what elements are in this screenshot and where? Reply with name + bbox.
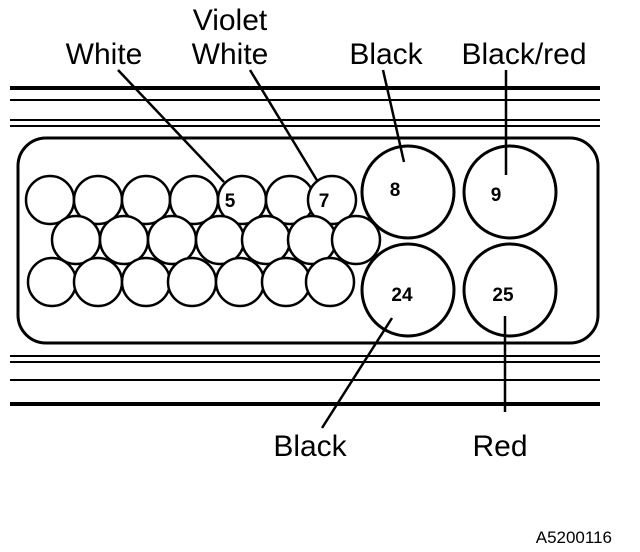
leader-white-7 [248, 69, 320, 183]
terminal-cavity-25 [462, 242, 558, 338]
terminal-cavity [306, 174, 358, 226]
terminal-cavity [194, 214, 246, 266]
pin-7: 7 [319, 191, 330, 212]
terminal-cavity-8 [360, 144, 456, 240]
terminal-cavity-24 [360, 242, 456, 338]
terminal-cavity [330, 214, 382, 266]
label-white-left: White [66, 38, 143, 71]
terminal-row-middle [50, 214, 382, 266]
leader-black-24 [320, 317, 394, 429]
harness-lines-top [10, 86, 600, 127]
leader-white-5 [117, 69, 225, 183]
pin-9: 9 [491, 185, 502, 206]
terminal-cavity [98, 214, 150, 266]
pin-25: 25 [492, 285, 514, 306]
terminal-cavity [214, 256, 266, 308]
leader-black-8 [381, 69, 406, 163]
terminal-cavity-9 [462, 144, 558, 240]
leader-lines [117, 69, 508, 429]
terminal-cavity [120, 256, 172, 308]
label-violet: Violet [193, 4, 268, 37]
terminal-cavity [72, 256, 124, 308]
terminal-cavity [240, 214, 292, 266]
label-black-red: Black/red [461, 38, 586, 71]
label-white-right: White [192, 38, 269, 71]
label-red: Red [472, 430, 527, 463]
terminal-large [360, 144, 558, 338]
terminal-cavity [304, 256, 356, 308]
pin-24: 24 [391, 285, 413, 306]
terminal-cavity [50, 214, 102, 266]
terminal-row-bottom [26, 256, 356, 308]
label-black-top: Black [349, 38, 423, 71]
terminal-cavity [146, 214, 198, 266]
pin-8: 8 [390, 180, 401, 201]
terminal-cavity [260, 256, 312, 308]
label-black-bottom: Black [273, 430, 347, 463]
terminal-cavity [166, 256, 218, 308]
figure-reference: A5200116 [536, 528, 612, 547]
terminal-row-top [24, 174, 358, 226]
harness-lines-bottom [10, 355, 600, 406]
terminal-cavity [26, 256, 78, 308]
pin-5: 5 [225, 191, 236, 212]
